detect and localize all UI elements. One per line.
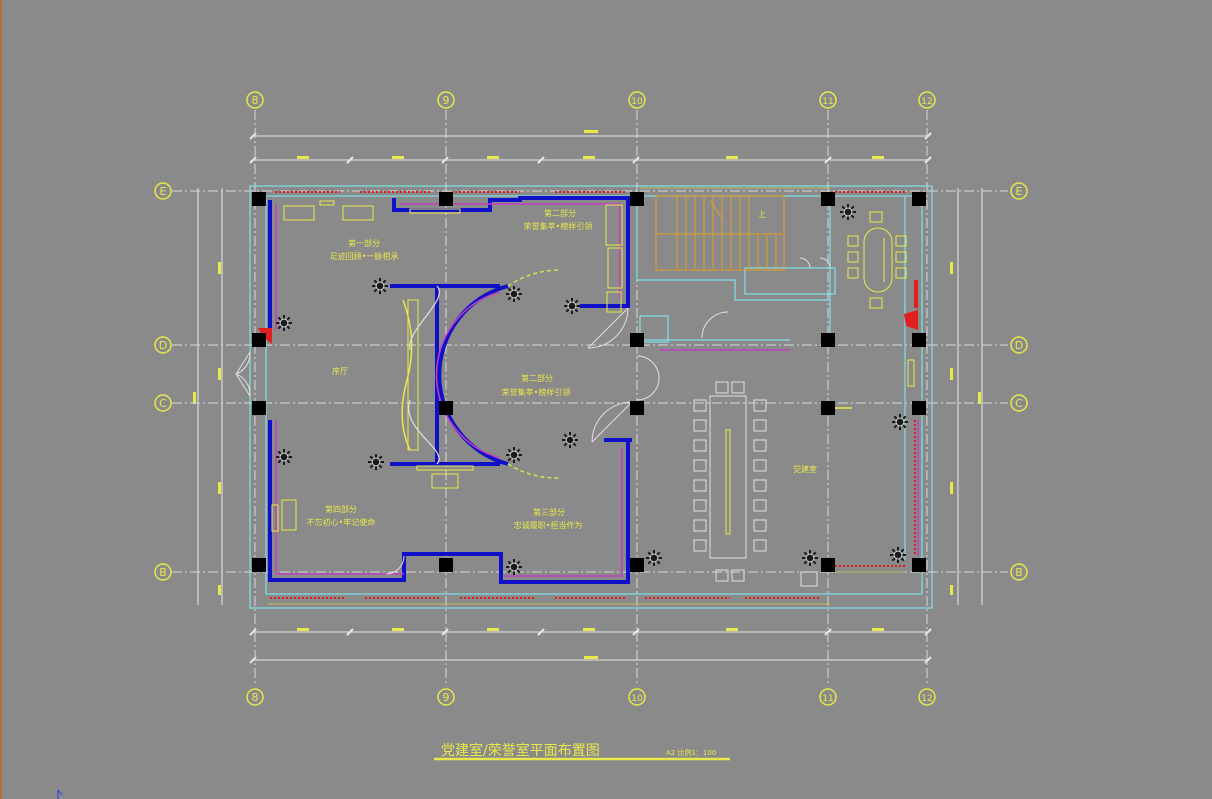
title-block: 党建室/荣誉室平面布置图 A2 比例1：100 bbox=[434, 742, 730, 761]
plant-icon bbox=[506, 447, 522, 463]
room-labels: 第一部分 足迹回顾•一脉相承 第二部分 荣誉集萃•榜样引领 第二部分 荣誉集萃•… bbox=[307, 208, 817, 530]
grid-label-left-c: C bbox=[159, 397, 167, 410]
grid-label-top-9: 9 bbox=[443, 94, 450, 107]
conference-chairs bbox=[693, 381, 767, 582]
plant-icon bbox=[562, 432, 578, 448]
outer-walls bbox=[249, 185, 933, 609]
plant-icon bbox=[646, 550, 662, 566]
plant-icon bbox=[506, 286, 522, 302]
exhibition-walls bbox=[268, 196, 632, 584]
plant-pot-icon bbox=[371, 457, 381, 467]
plant-pot-icon bbox=[843, 207, 853, 217]
plant-pot-icon bbox=[567, 301, 577, 311]
plant-icon bbox=[506, 559, 522, 575]
plant-pot-icon bbox=[649, 553, 659, 563]
grid-bubble-labels: 8 9 10 11 12 8 9 10 11 12 E D C B E D C … bbox=[159, 94, 1023, 704]
party-room-label: 党建室 bbox=[793, 464, 817, 474]
part3-subtitle: 忠诚履职•担当作为 bbox=[514, 520, 583, 530]
tv-panel bbox=[907, 359, 915, 387]
drawing-scale: A2 比例1：100 bbox=[666, 748, 716, 757]
grid-label-top-8: 8 bbox=[252, 94, 259, 107]
plant-icon bbox=[840, 204, 856, 220]
staircase bbox=[655, 195, 785, 271]
plant-icon bbox=[892, 414, 908, 430]
plant-pot-icon bbox=[509, 289, 519, 299]
grid-label-left-d: D bbox=[159, 339, 167, 352]
red-markers bbox=[258, 280, 918, 344]
grid-label-top-12: 12 bbox=[921, 97, 932, 107]
plant-pot-icon bbox=[805, 553, 815, 563]
long-conference-table bbox=[709, 395, 747, 559]
part4-title: 第四部分 bbox=[325, 504, 357, 514]
grid-label-left-b: B bbox=[159, 566, 167, 579]
structural-columns bbox=[252, 192, 926, 572]
plant-pot-icon bbox=[279, 318, 289, 328]
grid-label-right-b: B bbox=[1015, 566, 1023, 579]
plant-icon bbox=[372, 278, 388, 294]
plant-icon bbox=[802, 550, 818, 566]
grid-label-bottom-8: 8 bbox=[252, 691, 259, 704]
plant-pot-icon bbox=[895, 417, 905, 427]
part2-top-subtitle: 荣誉集萃•榜样引领 bbox=[524, 221, 593, 231]
grid-label-bottom-12: 12 bbox=[921, 694, 932, 704]
window-sills bbox=[268, 187, 905, 605]
plant-pot-icon bbox=[509, 450, 519, 460]
plant-icon bbox=[890, 547, 906, 563]
plant-icons bbox=[276, 204, 908, 575]
grid-label-left-e: E bbox=[160, 185, 167, 198]
plant-pot-icon bbox=[279, 452, 289, 462]
plant-icon bbox=[276, 449, 292, 465]
plant-pot-icon bbox=[509, 562, 519, 572]
dimension-lines bbox=[197, 135, 983, 661]
plant-pot-icon bbox=[375, 281, 385, 291]
windows bbox=[270, 191, 916, 599]
curved-walk-guides bbox=[507, 269, 561, 479]
grid-label-bottom-11: 11 bbox=[822, 694, 833, 704]
part1-title: 第一部分 bbox=[348, 238, 380, 248]
part2-title: 第二部分 bbox=[521, 373, 553, 383]
grid-label-right-c: C bbox=[1015, 397, 1023, 410]
door-swings bbox=[235, 257, 831, 575]
grid-label-right-d: D bbox=[1015, 339, 1023, 352]
display-cases bbox=[271, 200, 623, 532]
plant-icon bbox=[368, 454, 384, 470]
part2-subtitle: 荣誉集萃•榜样引领 bbox=[502, 387, 571, 397]
grid-label-right-e: E bbox=[1016, 185, 1023, 198]
foyer-label: 序厅 bbox=[332, 366, 348, 376]
exhibition-magenta-panels bbox=[275, 203, 919, 577]
part4-subtitle: 不忘初心•牢记使命 bbox=[307, 517, 376, 527]
ucs-corner-icon bbox=[57, 789, 63, 799]
part3-title: 第三部分 bbox=[533, 507, 565, 517]
cabinet bbox=[800, 571, 818, 587]
dimension-ticks bbox=[249, 132, 932, 664]
plant-icon bbox=[276, 315, 292, 331]
grid-label-top-10: 10 bbox=[631, 97, 643, 107]
plant-pot-icon bbox=[565, 435, 575, 445]
grid-label-bottom-9: 9 bbox=[443, 691, 450, 704]
part1-subtitle: 足迹回顾•一脉相承 bbox=[330, 251, 399, 261]
drawing-title: 党建室/荣誉室平面布置图 bbox=[441, 742, 600, 759]
small-meeting-table bbox=[847, 211, 907, 309]
grid-label-bottom-10: 10 bbox=[631, 694, 643, 704]
glass-partitions bbox=[408, 285, 440, 465]
stair-up-label: 上 bbox=[758, 210, 766, 219]
grid-bubbles bbox=[154, 91, 1028, 706]
grid-label-top-11: 11 bbox=[822, 97, 833, 107]
part2-top-title: 第二部分 bbox=[544, 208, 576, 218]
dimension-value-marks bbox=[193, 130, 981, 659]
plant-icon bbox=[564, 298, 580, 314]
plant-pot-icon bbox=[893, 550, 903, 560]
